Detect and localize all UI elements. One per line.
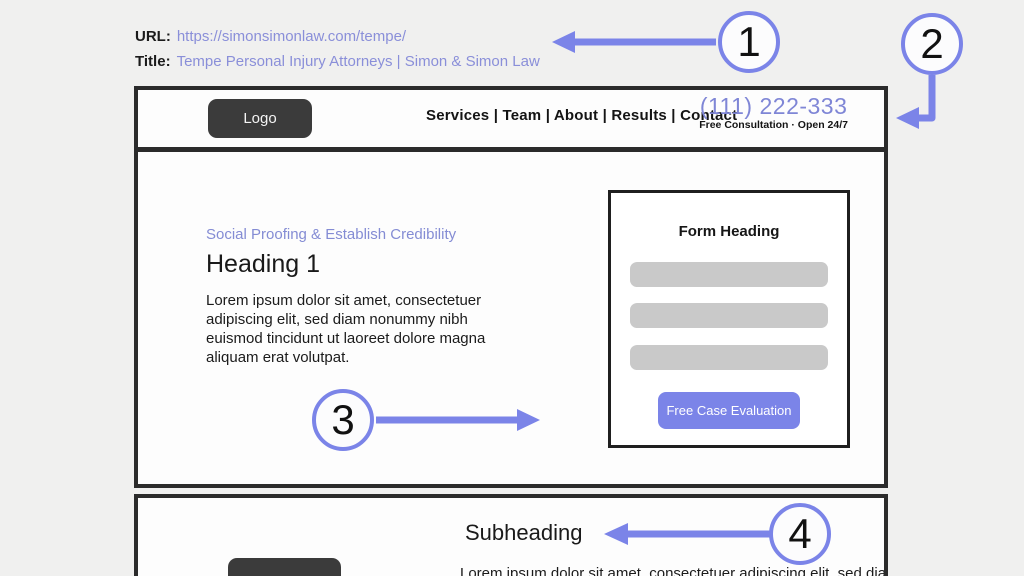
callout-circle-3: 3 <box>312 389 374 451</box>
form-heading: Form Heading <box>678 223 780 240</box>
hero-heading: Heading 1 <box>206 250 320 278</box>
url-link: https://simonsimonlaw.com/tempe/ <box>176 28 407 45</box>
free-case-evaluation-button[interactable]: Free Case Evaluation <box>658 392 800 429</box>
cta-label: Free Case Evaluation <box>666 403 792 418</box>
lead-form: Form Heading Free Case Evaluation <box>608 190 850 448</box>
phone-block[interactable]: (111) 222-333 Free Consultation · Open 2… <box>699 93 848 131</box>
section2-logo-placeholder <box>228 558 341 576</box>
phone-number[interactable]: (111) 222-333 <box>699 93 848 119</box>
arrow-2-head-icon <box>896 107 919 129</box>
arrow-1-head-icon <box>552 31 575 53</box>
logo-placeholder[interactable]: Logo <box>208 99 312 138</box>
url-row: URL: https://simonsimonlaw.com/tempe/ <box>135 28 540 53</box>
form-field-2[interactable] <box>630 303 828 328</box>
callout-number-1: 1 <box>737 18 761 65</box>
logo-label: Logo <box>243 110 277 127</box>
header-divider <box>138 147 884 152</box>
main-nav[interactable]: Services | Team | About | Results | Cont… <box>426 107 738 124</box>
form-field-1[interactable] <box>630 262 828 287</box>
callout-number-3: 3 <box>331 396 355 443</box>
title-label: Title: <box>135 53 171 70</box>
title-row: Title: Tempe Personal Injury Attorneys |… <box>135 53 540 78</box>
arrow-2-to-phone <box>916 75 936 122</box>
wireframe-page: Logo Services | Team | About | Results |… <box>134 86 888 488</box>
url-label: URL: <box>135 28 171 45</box>
callout-circle-4: 4 <box>769 503 831 565</box>
page-meta: URL: https://simonsimonlaw.com/tempe/ Ti… <box>135 28 540 78</box>
phone-tagline: Free Consultation · Open 24/7 <box>699 119 848 131</box>
title-text: Tempe Personal Injury Attorneys | Simon … <box>176 53 540 70</box>
subheading: Subheading <box>465 520 583 545</box>
section2-body-text: Lorem ipsum dolor sit amet, consectetuer… <box>460 565 887 576</box>
callout-circle-1: 1 <box>718 11 780 73</box>
callout-number-4: 4 <box>788 510 812 557</box>
hero-eyebrow: Social Proofing & Establish Credibility <box>206 226 457 243</box>
callout-circle-2: 2 <box>901 13 963 75</box>
form-field-3[interactable] <box>630 345 828 370</box>
callout-number-2: 2 <box>920 20 944 67</box>
hero-body-text: Lorem ipsum dolor sit amet, consectetuer… <box>206 292 486 366</box>
